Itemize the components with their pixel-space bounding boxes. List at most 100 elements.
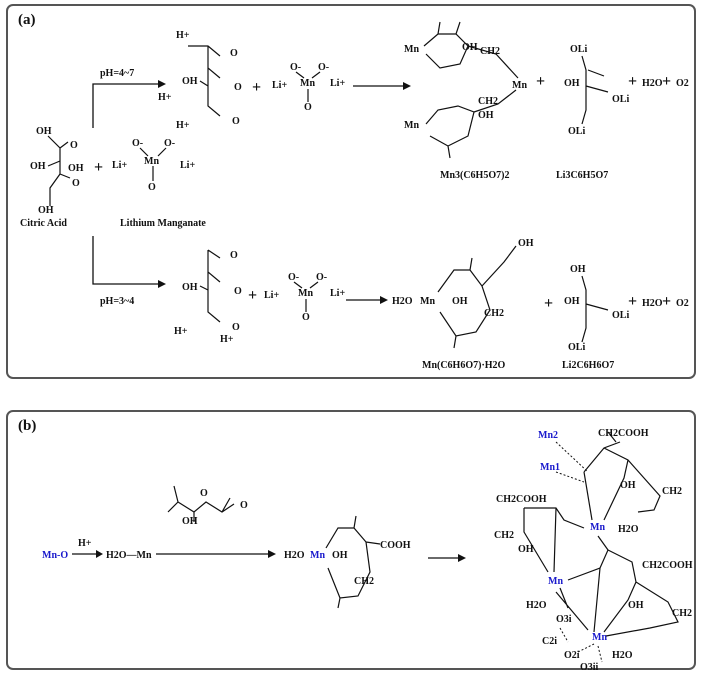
b-h-ion: H+	[78, 538, 92, 549]
bottom-li-right: Li+	[330, 288, 345, 299]
b-mn-mid: Mn	[548, 576, 563, 587]
mn3-bonds	[423, 21, 519, 159]
b-mn-bottom: Mn	[592, 632, 607, 643]
bottom-o-right: O-	[316, 272, 327, 283]
bottom-o-bottom: O	[302, 312, 310, 323]
b-mn-o: Mn-O	[42, 550, 68, 561]
top-li-right: Li+	[330, 78, 345, 89]
b-top-h2o: H2O	[618, 524, 639, 535]
mono-ch2: CH2	[484, 308, 504, 319]
lm-mn: Mn	[144, 156, 159, 167]
b-mn2: Mn2	[538, 430, 558, 441]
b-o2i: O2i	[564, 650, 580, 661]
b-bottom-h2o: H2O	[612, 650, 633, 661]
top-o2: O2	[676, 78, 689, 89]
top-citrate-o-2: O	[234, 82, 242, 93]
plus-top-1: +	[252, 79, 261, 96]
mn-monocitrate: H2O Mn OH CH2 OH	[392, 238, 534, 349]
b-h2o-mn: H2O—Mn	[106, 550, 152, 561]
b-polymer-complex: Mn2 Mn1 CH2COOH CH2 OH Mn H2O CH2COOH CH…	[494, 428, 693, 672]
mn3-oh-2: OH	[478, 110, 494, 121]
mn3-mn-2: Mn	[512, 80, 527, 91]
panel-a-label: (a)	[18, 12, 36, 28]
citric-o-bottom: O	[72, 178, 80, 189]
b-o3i: O3i	[556, 614, 572, 625]
top-citrate-bonds	[188, 45, 221, 117]
b-mono-complex: H2O Mn OH COOH CH2	[284, 515, 411, 609]
b-c2i: C2i	[542, 636, 557, 647]
plus-bottom-2: +	[544, 295, 553, 312]
lm-o-bottom: O	[148, 182, 156, 193]
b-mid-h2o: H2O	[526, 600, 547, 611]
lm-bonds	[139, 147, 167, 181]
li3-oli-1: OLi	[570, 44, 587, 55]
condition-bottom: pH=3~4	[100, 296, 134, 307]
b-mono-oh: OH	[332, 550, 348, 561]
b-mono-mn: Mn	[310, 550, 325, 561]
li2-structure: OH OH OLi OLi	[564, 264, 629, 353]
top-o-bottom: O	[304, 102, 312, 113]
top-citrate-o-3: O	[232, 116, 240, 127]
panel-a: (a) OH O OH OH O OH Citric Acid + Li+ O-…	[6, 4, 696, 379]
lithium-manganate-structure: Li+ O- O- Mn O Li+	[112, 138, 195, 193]
plus-bottom-3: +	[628, 293, 637, 310]
top-h2o: H2O	[642, 78, 663, 89]
bottom-h2o: H2O	[642, 298, 663, 309]
top-citrate-oh: OH	[182, 76, 198, 87]
b-right-ch2cooh: CH2COOH	[642, 560, 693, 571]
top-mn: Mn	[300, 78, 315, 89]
citric-acid-structure: OH O OH OH O OH	[30, 126, 84, 216]
plus-bottom-1: +	[248, 287, 257, 304]
citric-o-top: O	[70, 140, 78, 151]
bottom-citrate-o-3: O	[234, 286, 242, 297]
b-top-oh: OH	[620, 480, 636, 491]
b-citrate-o-2: O	[240, 500, 248, 511]
top-citrate-h-3: H+	[176, 120, 190, 131]
top-li-left: Li+	[272, 80, 287, 91]
top-citrate-h-2: H+	[158, 92, 172, 103]
panel-b-scheme: Mn-O H+ H2O—Mn OH O O H2O Mn OH COOH CH2…	[42, 428, 693, 672]
top-citrate-h-1: H+	[176, 30, 190, 41]
bottom-o-left: O-	[288, 272, 299, 283]
b-citrate: OH O O	[167, 485, 248, 527]
arrow-to-bottom	[92, 236, 158, 285]
lm-li-left: Li+	[112, 160, 127, 171]
b-mono-ch2: CH2	[354, 576, 374, 587]
li3-oli-3: OLi	[568, 126, 585, 137]
b-citrate-bonds	[167, 485, 235, 522]
citric-oh-top: OH	[36, 126, 52, 137]
mn3-oh-1: OH	[462, 42, 478, 53]
product-top-1: Mn3(C6H5O7)2	[440, 170, 509, 181]
bottom-citrate-h-1: H+	[174, 326, 188, 337]
plus-top-4: +	[662, 73, 671, 90]
top-o-right: O-	[318, 62, 329, 73]
plus-bottom-4: +	[662, 293, 671, 310]
b-left-oh: OH	[518, 544, 534, 555]
lithium-manganate-label: Lithium Manganate	[120, 218, 206, 229]
panel-b: (b) Mn-O H+ H2O—Mn OH O O H2O Mn OH COOH…	[6, 410, 696, 672]
li2-oh-1: OH	[570, 264, 586, 275]
lm-li-right: Li+	[180, 160, 195, 171]
condition-top: pH=4~7	[100, 68, 134, 79]
b-right-oh: OH	[628, 600, 644, 611]
b-right-ch2: CH2	[672, 608, 692, 619]
top-citrate-o-1: O	[230, 48, 238, 59]
lm-o-left: O-	[132, 138, 143, 149]
plus-reactants: +	[94, 159, 103, 176]
top-o-left: O-	[290, 62, 301, 73]
bottom-mn: Mn	[298, 288, 313, 299]
b-o3ii: O3ii	[580, 662, 599, 672]
b-polymer-dashes	[555, 441, 603, 663]
b-top-ch2: CH2	[662, 486, 682, 497]
bottom-o2: O2	[676, 298, 689, 309]
li3-bonds	[581, 55, 609, 125]
b-mono-cooh: COOH	[380, 540, 411, 551]
mono-mn: Mn	[420, 296, 435, 307]
citric-acid-label: Citric Acid	[20, 218, 67, 229]
citric-oh-mid: OH	[30, 161, 46, 172]
li3-oh: OH	[564, 78, 580, 89]
top-citrate: H+ OH H+ H+ O O O	[158, 30, 242, 131]
mn3-ch2-1: CH2	[480, 46, 500, 57]
b-left-ch2cooh: CH2COOH	[496, 494, 547, 505]
product-bottom-1: Mn(C6H6O7)·H2O	[422, 360, 506, 371]
